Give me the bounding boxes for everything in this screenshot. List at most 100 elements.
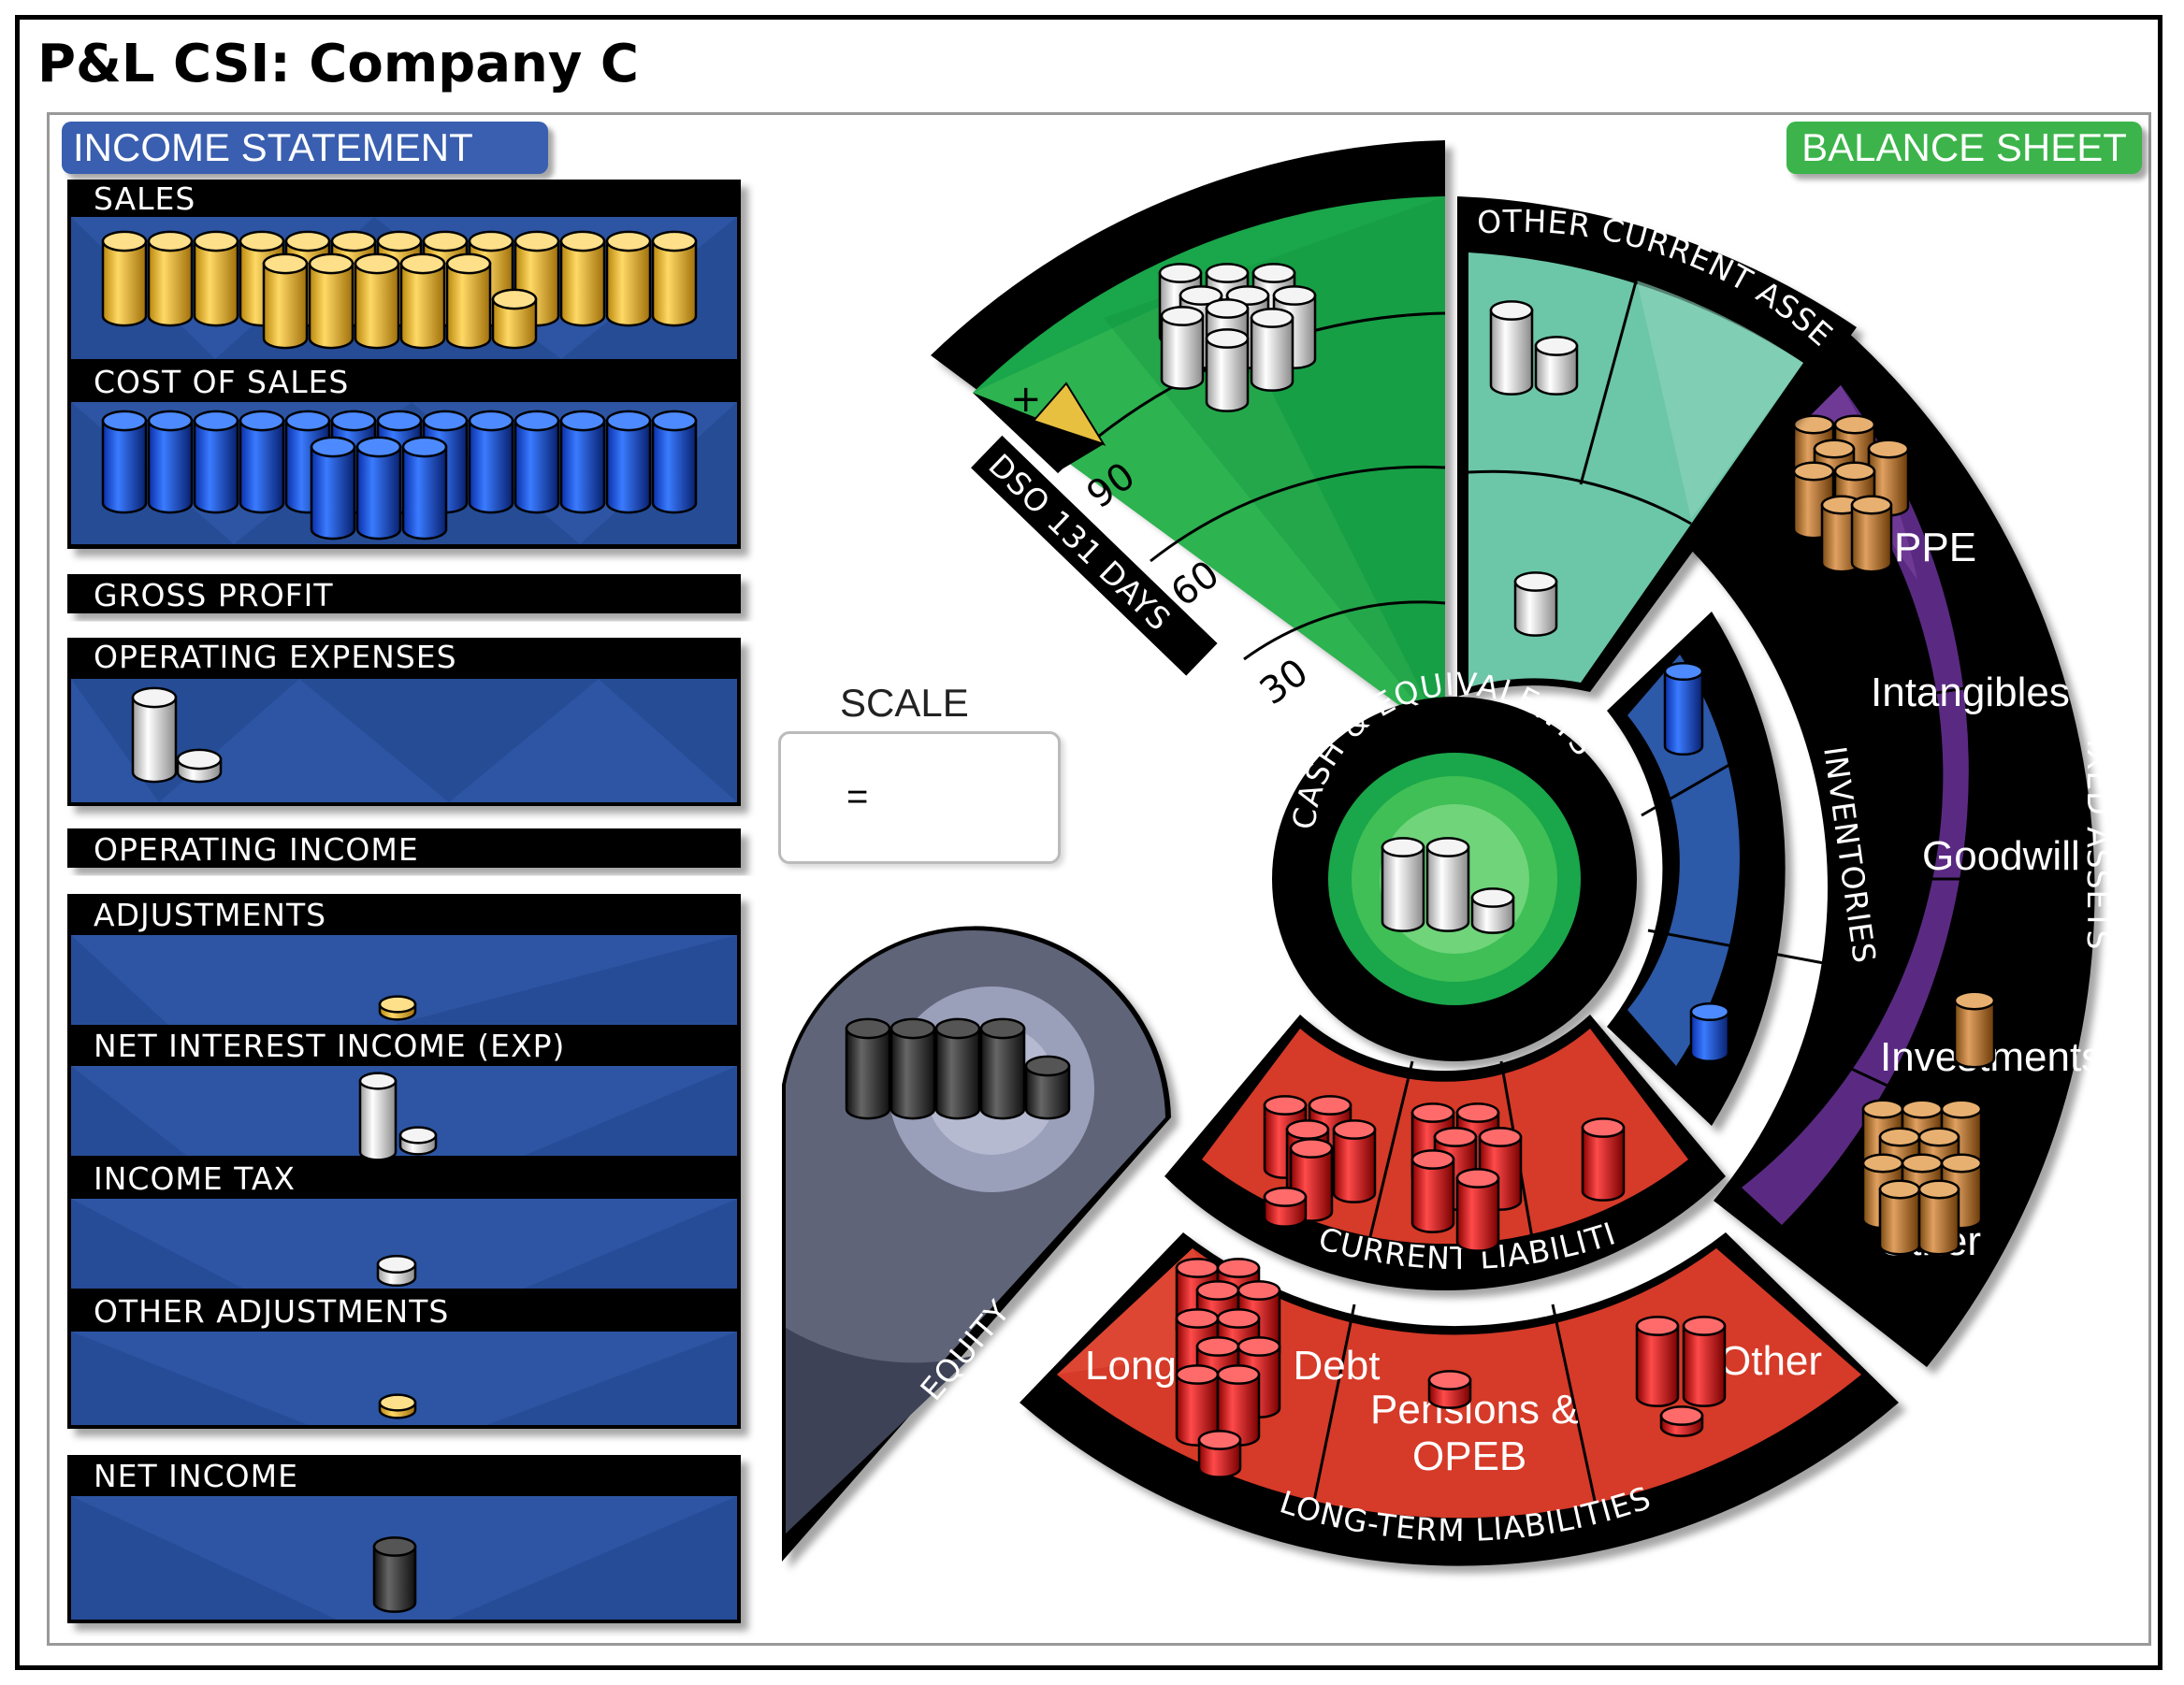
cylinder-icon [559, 410, 606, 514]
cylinder-icon [1205, 328, 1250, 412]
cylinder-icon [378, 995, 417, 1021]
cylinder-icon [513, 410, 560, 514]
adjustments-label: ADJUSTMENTS [94, 897, 326, 933]
cylinder-icon [491, 288, 538, 350]
net-income-cylinders [372, 1536, 417, 1613]
cylinder-icon [1878, 1179, 1921, 1256]
cylinder-icon [845, 1017, 891, 1120]
cylinder-icon [372, 1536, 417, 1613]
cylinder-icon [1470, 887, 1515, 934]
cylinder-icon [1332, 1119, 1377, 1203]
lt-item-pensions: Pensions & [1370, 1387, 1579, 1433]
cylinder-icon [1489, 300, 1534, 396]
cylinder-icon [1263, 1187, 1308, 1228]
scale-equals: = [846, 776, 869, 817]
cylinder-icon [378, 1393, 417, 1419]
scale-box [778, 731, 1061, 864]
lt-item-other: Other [1719, 1338, 1822, 1384]
cylinder-icon [101, 230, 148, 327]
cost-of-sales-label: COST OF SALES [94, 364, 349, 400]
balance-sheet-tag: BALANCE SHEET [1786, 122, 2142, 174]
cylinder-icon [1659, 1405, 1704, 1437]
scale-label: SCALE [840, 681, 969, 725]
cost-of-sales-cylinders [101, 410, 698, 540]
cylinder-icon [468, 410, 514, 514]
cylinder-icon [401, 436, 448, 540]
cylinder-icon [605, 410, 652, 514]
income-statement: SALES COST OF SALES GROSS PROFIT OPERATI… [67, 180, 741, 1623]
cylinder-icon [1425, 837, 1470, 932]
income-statement-tag: INCOME STATEMENT [62, 122, 548, 174]
cylinder-icon [1850, 495, 1893, 573]
cash-cylinders [1381, 837, 1515, 934]
cylinder-icon [1216, 1364, 1261, 1447]
cylinder-icon [262, 252, 309, 350]
cylinder-icon [1410, 1149, 1455, 1233]
cylinder-icon [979, 1017, 1026, 1120]
cylinder-icon [101, 410, 148, 514]
cylinder-icon [1381, 837, 1425, 932]
operating-income-label: OPERATING INCOME [94, 831, 419, 868]
cylinder-icon [1682, 1316, 1727, 1407]
cylinder-icon [358, 1072, 398, 1161]
cylinder-icon [651, 410, 698, 514]
current-liabilities-cylinders [1263, 1095, 1626, 1252]
cylinder-icon [310, 436, 356, 540]
other-adjustments-label: OTHER ADJUSTMENTS [94, 1293, 449, 1330]
gross-profit-bar [67, 574, 741, 613]
fixed-item-intangibles: Intangibles [1871, 670, 2070, 715]
income-tax-label: INCOME TAX [94, 1160, 296, 1197]
cylinder-icon [1581, 1117, 1626, 1202]
cylinder-icon [1197, 1430, 1242, 1478]
cylinder-icon [147, 410, 194, 514]
cylinder-icon [1689, 1001, 1730, 1063]
cylinder-icon [376, 1254, 417, 1288]
net-income-label: NET INCOME [94, 1458, 298, 1494]
cylinder-icon [239, 410, 285, 514]
cylinder-icon [1953, 990, 1996, 1069]
receivables-cylinders [1158, 263, 1317, 412]
cylinder-icon [1663, 661, 1704, 756]
tick-30: 30 [1252, 651, 1316, 713]
cylinder-icon [651, 230, 698, 327]
cylinder-icon [131, 686, 178, 784]
cylinder-icon [1635, 1316, 1680, 1407]
adjustments-cylinders [358, 995, 438, 1419]
cylinder-icon [308, 252, 354, 350]
page-title: P&L CSI: Company C [37, 34, 640, 94]
sales-label: SALES [94, 180, 195, 217]
cylinder-icon [559, 230, 606, 327]
cylinder-icon [398, 1126, 438, 1156]
cylinder-icon [1250, 308, 1294, 392]
cylinder-icon [1289, 1138, 1334, 1222]
other-current-assets-cylinders [1489, 300, 1579, 637]
long-term-liabilities-cylinders [1175, 1258, 1727, 1478]
cylinder-icon [1024, 1055, 1071, 1120]
dso-plus: + [1010, 378, 1042, 421]
cylinder-icon [1160, 306, 1205, 390]
cylinder-icon [1427, 1370, 1472, 1409]
net-interest-label: NET INTEREST INCOME (EXP) [94, 1028, 565, 1064]
cylinder-icon [193, 410, 239, 514]
equity-cylinders [845, 1017, 1071, 1120]
fixed-assets-label: FIXED ASSETS [2080, 720, 2117, 951]
fixed-asset-cylinders [1792, 414, 1996, 1256]
cylinder-icon [445, 252, 492, 350]
cylinder-icon [890, 1017, 936, 1120]
cylinder-icon [193, 230, 239, 327]
gross-profit-label: GROSS PROFIT [94, 577, 334, 613]
inventories-cylinders [1663, 661, 1730, 1063]
cylinder-icon [355, 436, 402, 540]
operating-expenses-label: OPERATING EXPENSES [94, 639, 457, 675]
cylinder-icon [399, 252, 446, 350]
fixed-item-goodwill: Goodwill [1922, 833, 2080, 879]
cylinder-icon [354, 252, 400, 350]
sales-cylinders [101, 230, 698, 350]
cylinder-icon [1917, 1179, 1960, 1256]
cylinder-icon [147, 230, 194, 327]
lt-item-opeb: OPEB [1412, 1433, 1526, 1479]
cylinder-icon [1534, 336, 1579, 396]
cylinder-icon [605, 230, 652, 327]
operating-expenses-cylinders [131, 686, 223, 784]
